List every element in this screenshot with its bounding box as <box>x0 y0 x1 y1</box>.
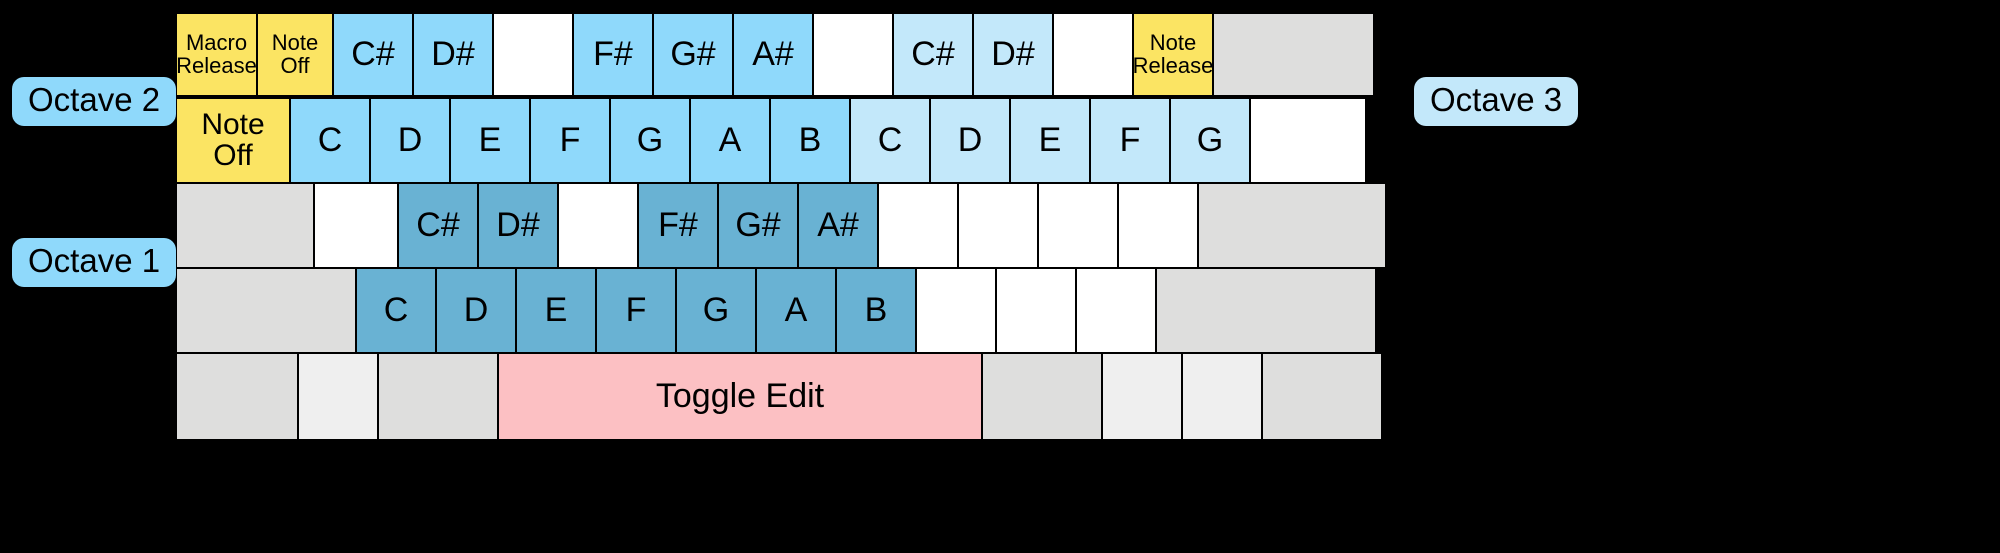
key-csharp[interactable]: C# <box>397 182 479 269</box>
key-a[interactable]: A <box>755 267 837 354</box>
key-blank <box>492 12 574 97</box>
key-blank <box>1249 97 1367 184</box>
key-dsharp[interactable]: D# <box>477 182 559 269</box>
key-g[interactable]: G <box>609 97 691 184</box>
key-blank <box>1261 352 1383 441</box>
key-blank <box>313 182 399 269</box>
key-gsharp[interactable]: G# <box>652 12 734 97</box>
key-blank <box>1212 12 1375 97</box>
key-gsharp[interactable]: G# <box>717 182 799 269</box>
octave-2-label: Octave 2 <box>12 77 177 126</box>
keyboard-row-space-row: Toggle Edit <box>175 352 1391 441</box>
key-asharp[interactable]: A# <box>732 12 814 97</box>
octave-1-label: Octave 1 <box>12 238 177 287</box>
key-blank <box>995 267 1077 354</box>
key-d[interactable]: D <box>435 267 517 354</box>
key-b[interactable]: B <box>835 267 917 354</box>
key-blank <box>175 267 357 354</box>
key-g[interactable]: G <box>675 267 757 354</box>
key-blank <box>1075 267 1157 354</box>
key-e[interactable]: E <box>449 97 531 184</box>
key-blank <box>1037 182 1119 269</box>
key-blank <box>877 182 959 269</box>
key-csharp[interactable]: C# <box>892 12 974 97</box>
key-blank <box>915 267 997 354</box>
key-note-off[interactable]: Note Off <box>256 12 334 97</box>
key-b[interactable]: B <box>769 97 851 184</box>
key-fsharp[interactable]: F# <box>637 182 719 269</box>
key-c[interactable]: C <box>849 97 931 184</box>
key-c[interactable]: C <box>289 97 371 184</box>
key-c[interactable]: C <box>355 267 437 354</box>
key-toggle-edit[interactable]: Toggle Edit <box>497 352 983 441</box>
key-f[interactable]: F <box>595 267 677 354</box>
key-blank <box>175 352 299 441</box>
key-d[interactable]: D <box>369 97 451 184</box>
key-dsharp[interactable]: D# <box>972 12 1054 97</box>
key-macro-release[interactable]: Macro Release <box>175 12 258 97</box>
key-blank <box>1181 352 1263 441</box>
key-blank <box>812 12 894 97</box>
key-dsharp[interactable]: D# <box>412 12 494 97</box>
key-blank <box>377 352 499 441</box>
key-g[interactable]: G <box>1169 97 1251 184</box>
key-blank <box>1101 352 1183 441</box>
key-e[interactable]: E <box>1009 97 1091 184</box>
key-blank <box>957 182 1039 269</box>
octave-3-label: Octave 3 <box>1414 77 1579 126</box>
key-note-off[interactable]: Note Off <box>175 97 291 184</box>
keyboard-row-asdf-row: C#D# F#G#A# <box>175 182 1391 269</box>
key-csharp[interactable]: C# <box>332 12 414 97</box>
key-f[interactable]: F <box>529 97 611 184</box>
key-e[interactable]: E <box>515 267 597 354</box>
key-blank <box>981 352 1103 441</box>
key-a[interactable]: A <box>689 97 771 184</box>
key-blank <box>1197 182 1387 269</box>
key-d[interactable]: D <box>929 97 1011 184</box>
key-fsharp[interactable]: F# <box>572 12 654 97</box>
key-blank <box>1117 182 1199 269</box>
key-blank <box>1052 12 1134 97</box>
key-blank <box>1155 267 1377 354</box>
key-blank <box>557 182 639 269</box>
key-f[interactable]: F <box>1089 97 1171 184</box>
key-blank <box>175 182 315 269</box>
key-note-release[interactable]: Note Release <box>1132 12 1214 97</box>
key-blank <box>297 352 379 441</box>
key-asharp[interactable]: A# <box>797 182 879 269</box>
